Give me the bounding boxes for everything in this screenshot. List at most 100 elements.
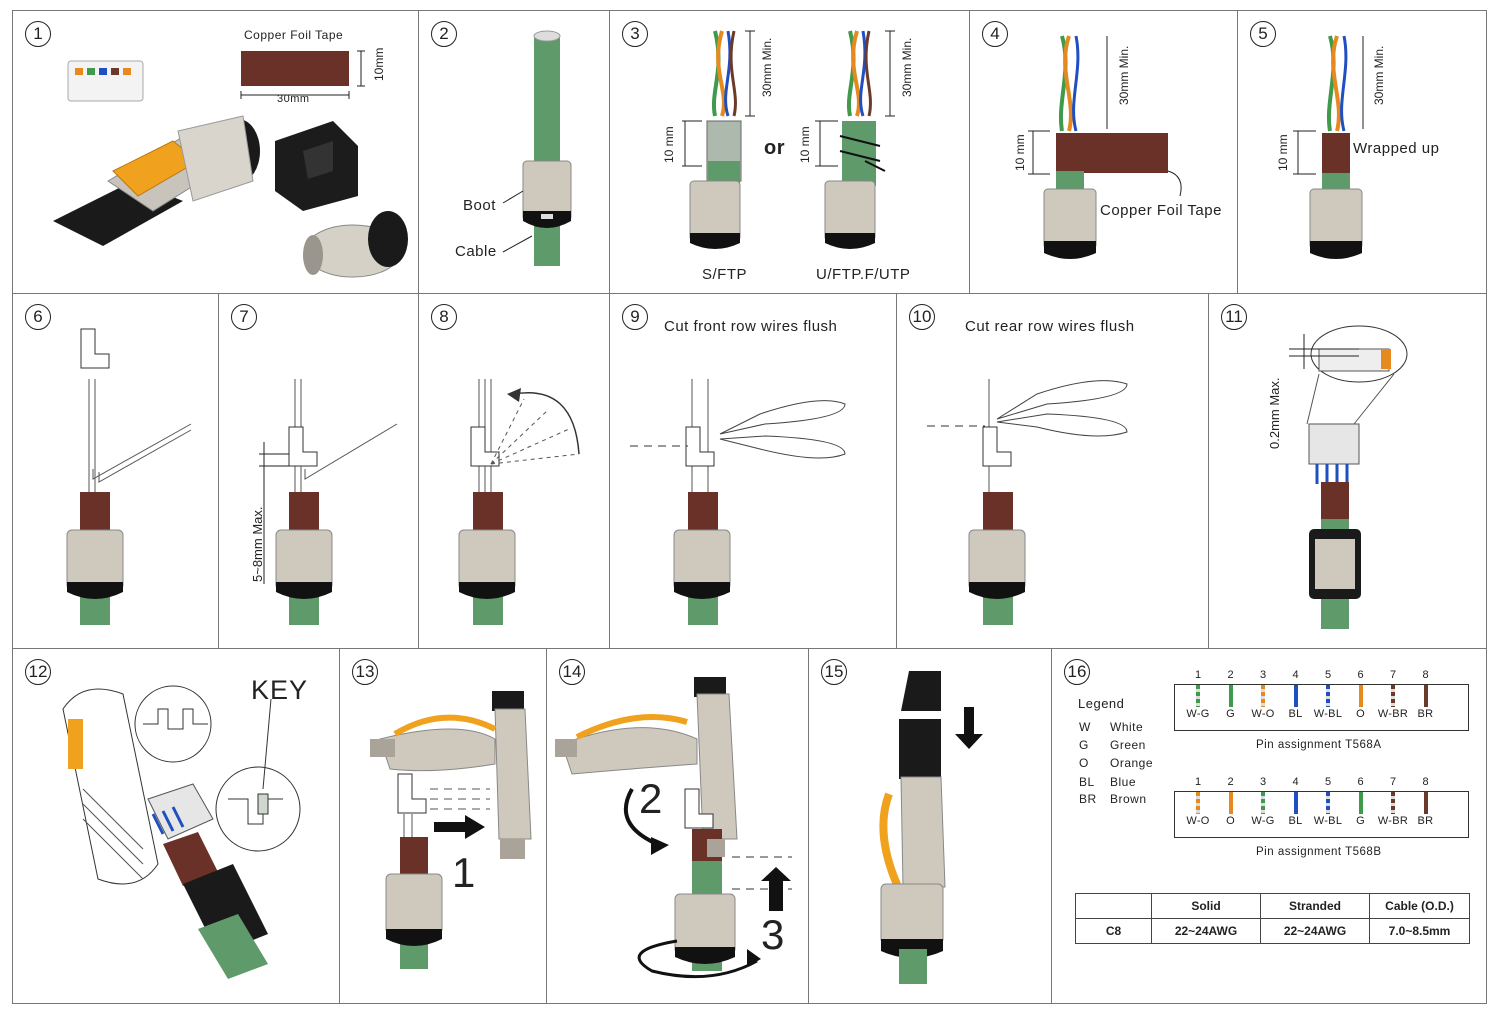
pin-number: 2	[1227, 669, 1234, 681]
spec-data-row: C8 22~24AWG 22~24AWG 7.0~8.5mm	[1075, 918, 1470, 944]
cut-rear-illustration	[927, 379, 1128, 625]
legend-code: W	[1079, 720, 1091, 734]
pin-wire	[1293, 685, 1298, 707]
copper-foil-tape-label: Copper Foil Tape	[244, 28, 344, 42]
t568a-caption: Pin assignment T568A	[1256, 739, 1382, 751]
legend-name: Blue	[1110, 775, 1137, 789]
spec-header: Cable (O.D.)	[1369, 893, 1470, 919]
pin-number: 1	[1194, 669, 1202, 681]
pin-code: BR	[1417, 815, 1434, 827]
pin-code: G	[1226, 708, 1235, 720]
step-5-panel: 5 30mm Min. 10 mm Wrapped up	[1237, 10, 1487, 294]
pin-code: W-BL	[1313, 815, 1343, 827]
ten-mm-label: 10 mm	[1013, 134, 1027, 171]
pin-wire	[1326, 685, 1330, 707]
step-13-panel: 13 1	[339, 648, 547, 1004]
ten-mm-label-a: 10 mm	[662, 126, 676, 163]
foil-wrapped-illustration	[1293, 35, 1364, 259]
spec-cell: 7.0~8.5mm	[1369, 918, 1470, 944]
pin-wire	[1261, 685, 1265, 707]
step-number: 7	[231, 304, 257, 330]
step-14-panel: 14 2 3	[546, 648, 809, 1004]
step-number: 12	[25, 659, 51, 685]
pin-number: 6	[1357, 776, 1364, 788]
step-2-label: 2	[639, 775, 663, 822]
pin-number: 5	[1324, 669, 1332, 681]
or-label: or	[764, 137, 785, 159]
pin-number: 3	[1259, 776, 1267, 788]
cable-boot-illustration	[502, 30, 572, 266]
shield-strip-illustration	[682, 30, 895, 249]
step-3-panel: 3	[609, 10, 970, 294]
wrapped-up-label: Wrapped up	[1353, 140, 1440, 157]
step-3-label: 3	[761, 911, 785, 958]
legend-name: Brown	[1110, 792, 1147, 806]
min-length-label: 30mm Min.	[1117, 45, 1131, 105]
step-number: 8	[431, 304, 457, 330]
key-label: KEY	[251, 675, 309, 705]
ten-mm-label: 10 mm	[1276, 134, 1290, 171]
spec-cell: 22~24AWG	[1260, 918, 1370, 944]
step-6-panel: 6	[12, 293, 219, 649]
step-12-panel: 12 KEY	[12, 648, 340, 1004]
step-7-panel: 7 5~8mm Max.	[218, 293, 419, 649]
pin-number: 7	[1389, 776, 1397, 788]
step-16-panel: 16 Legend W White G Green O Orange BL Bl…	[1051, 648, 1487, 1004]
pin-wire	[1423, 792, 1428, 814]
flush-check-illustration	[1289, 325, 1408, 629]
foil-tape-apply-illustration	[1028, 35, 1182, 259]
pin-wire	[1391, 792, 1395, 814]
step-number: 1	[25, 21, 51, 47]
pin-code: G	[1356, 815, 1365, 827]
legend-title: Legend	[1078, 696, 1125, 711]
step-number: 4	[982, 21, 1008, 47]
pin-wire	[1326, 792, 1330, 814]
pin-code: BL	[1288, 815, 1303, 827]
pin-number: 5	[1324, 776, 1332, 788]
wire-slot-illustration	[259, 379, 398, 625]
spec-header: Solid	[1151, 893, 1261, 919]
pin-box	[1174, 791, 1469, 838]
spec-header-row: Solid Stranded Cable (O.D.)	[1075, 893, 1470, 919]
step-number: 2	[431, 21, 457, 47]
pin-number: 7	[1389, 669, 1397, 681]
legend-code: O	[1079, 756, 1089, 770]
min-length-label: 30mm Min.	[1372, 45, 1386, 105]
pin-code: O	[1226, 815, 1235, 827]
pin-code: W-O	[1251, 708, 1275, 720]
wire-bend-illustration	[458, 379, 580, 625]
uftp-label: U/FTP.F/UTP	[816, 266, 911, 283]
pin-wire	[1261, 792, 1265, 814]
pin-wire	[1196, 792, 1200, 814]
cut-front-illustration	[630, 379, 846, 625]
pin-number: 3	[1259, 669, 1267, 681]
pin-code: W-O	[1186, 815, 1210, 827]
min-length-label-a: 30mm Min.	[760, 37, 774, 97]
max-length-label: 5~8mm Max.	[250, 506, 265, 583]
pin-wire	[1391, 685, 1395, 707]
step-number: 16	[1064, 659, 1090, 685]
key-alignment-illustration	[62, 685, 301, 979]
fold-and-lock-illustration	[555, 677, 792, 979]
cable-spec-table: Solid Stranded Cable (O.D.) C8 22~24AWG …	[1075, 893, 1470, 944]
step-9-panel: 9 Cut front row wires flush	[609, 293, 897, 649]
insert-module-illustration	[370, 691, 532, 969]
cap-install-illustration	[879, 671, 983, 984]
spec-header	[1075, 893, 1152, 919]
step-1-label: 1	[452, 849, 476, 896]
pin-box	[1174, 684, 1469, 731]
pin-wire	[1293, 792, 1298, 814]
sftp-label: S/FTP	[702, 266, 748, 283]
step-number: 6	[25, 304, 51, 330]
step-10-panel: 10 Cut rear row wires flush	[896, 293, 1209, 649]
spec-cell: C8	[1075, 918, 1152, 944]
pin-number: 8	[1422, 776, 1429, 788]
step-number: 10	[909, 304, 935, 330]
pin-wire	[1358, 685, 1363, 707]
pin-number: 8	[1422, 669, 1429, 681]
step-4-panel: 4 30mm Min. 10 mm Copper Foil Tape	[969, 10, 1238, 294]
legend-code: G	[1079, 738, 1089, 752]
spec-cell: 22~24AWG	[1151, 918, 1261, 944]
pin-code: BL	[1288, 708, 1303, 720]
copper-foil-tape-label: Copper Foil Tape	[1100, 202, 1222, 219]
